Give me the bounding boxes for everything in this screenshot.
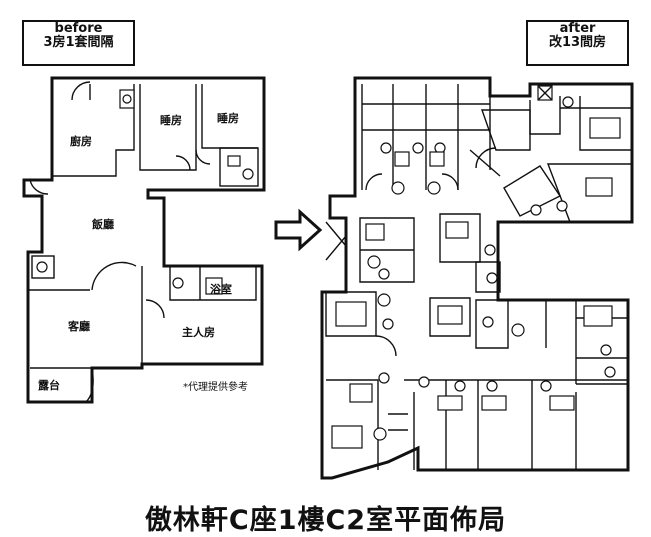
room-label-bathroom: 浴室 <box>210 283 232 296</box>
after-tag: after 改13間房 <box>526 20 629 66</box>
before-tag: before 3房1套間隔 <box>22 20 135 66</box>
page-title: 傲林軒C座1樓C2室平面佈局 <box>144 505 507 536</box>
room-label-master: 主人房 <box>182 326 215 339</box>
room-label-dining: 飯廳 <box>92 218 114 231</box>
before-tag-zh: 3房1套間隔 <box>43 34 114 50</box>
room-label-balcony: 露台 <box>38 379 60 392</box>
room-label-living: 客廳 <box>68 320 90 333</box>
room-label-kitchen: 廚房 <box>70 135 92 148</box>
transition-arrow <box>274 208 323 252</box>
room-label-bedroom-2: 睡房 <box>217 112 239 125</box>
agent-footnote: *代理提供參考 <box>183 382 248 393</box>
before-tag-en: before <box>54 21 103 36</box>
after-floor-plan <box>320 76 634 480</box>
room-label-bedroom-1: 睡房 <box>160 114 182 127</box>
after-tag-zh: 改13間房 <box>548 34 607 50</box>
before-floor-plan <box>22 76 266 404</box>
after-tag-en: after <box>559 21 596 36</box>
